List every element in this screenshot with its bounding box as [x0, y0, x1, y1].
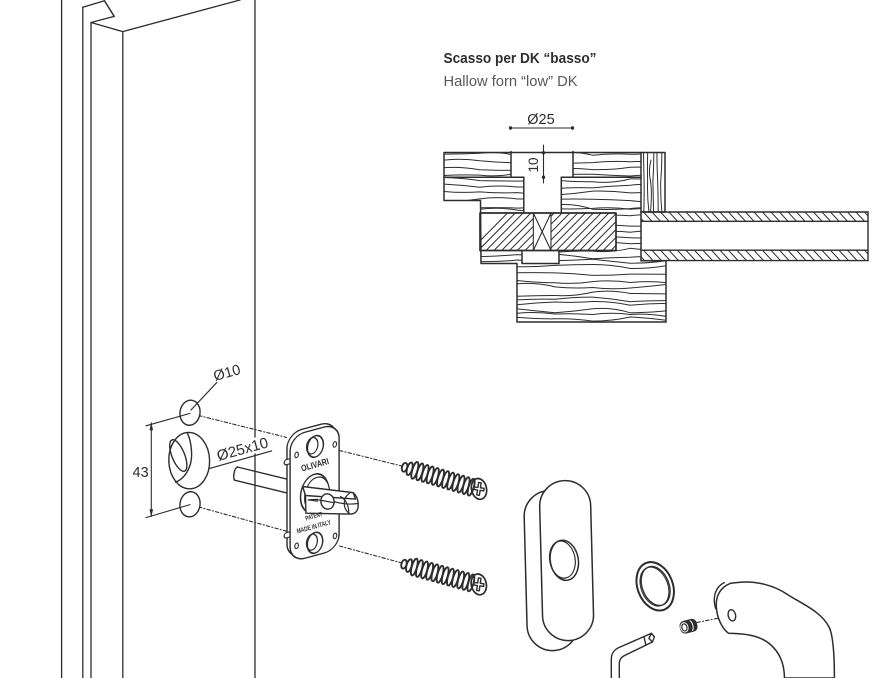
svg-text:43: 43: [133, 465, 149, 481]
svg-text:Ø25x10: Ø25x10: [215, 434, 270, 464]
svg-text:10: 10: [526, 157, 541, 172]
svg-text:Ø10: Ø10: [212, 362, 243, 385]
svg-text:PATENT: PATENT: [305, 511, 324, 522]
svg-text:Ø25: Ø25: [527, 112, 554, 128]
svg-text:Scasso per DK “basso”: Scasso per DK “basso”: [444, 50, 597, 67]
svg-text:Hallow forn “low” DK: Hallow forn “low” DK: [444, 73, 578, 90]
